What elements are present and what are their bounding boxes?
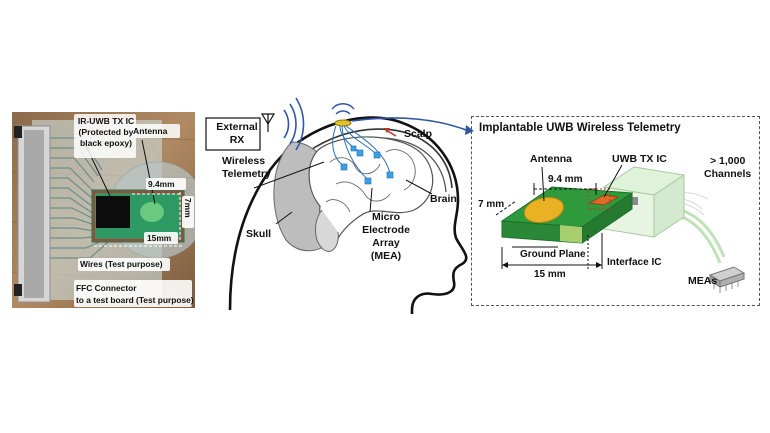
brain-pointer	[405, 179, 433, 195]
chip-outline	[587, 188, 611, 210]
telemetry-panel: Implantable UWB Wireless Telemetry	[471, 116, 760, 306]
chip-label-bg	[74, 114, 136, 158]
mea-label-line3: Array	[372, 237, 400, 249]
electrode-array	[340, 145, 394, 185]
rx-antenna-icon	[260, 113, 276, 132]
external-rx-line1: External	[216, 121, 258, 133]
external-rx-box	[205, 117, 261, 151]
head-outline	[228, 116, 468, 314]
photo-dim-length: 15mm	[147, 233, 172, 243]
channels-line2: Channels	[704, 168, 752, 180]
antenna-pointer	[141, 139, 156, 205]
ground-plane-section	[560, 225, 582, 243]
telemetry-uwb-tx-label: UWB TX IC	[612, 153, 667, 165]
telemetry-antenna-label: Antenna	[530, 153, 572, 165]
wireless-pointer	[253, 161, 325, 189]
brain-folds	[325, 149, 416, 213]
antenna-label-bg	[130, 124, 180, 138]
channels-line1: > 1,000	[709, 155, 746, 167]
skull-pointer	[275, 211, 293, 225]
chip-label-line3: black epoxy)	[79, 138, 133, 148]
mea-pointer	[369, 187, 373, 213]
dim-length-bg	[144, 232, 178, 244]
photo-dim-width: 9.4mm	[148, 179, 175, 189]
ffc-connector-slot	[24, 130, 44, 298]
telemetry-link-arrow	[351, 117, 467, 131]
wires-label-bg	[78, 258, 170, 271]
telemetry-drawing	[495, 164, 746, 293]
mea-label-line1: Micro	[371, 211, 400, 223]
chip-label-line1: IR-UWB TX IC	[77, 116, 135, 126]
uwb-tx-chip	[588, 194, 620, 206]
device-photo-drawing	[11, 112, 206, 308]
mea-label-line4: (MEA)	[370, 250, 402, 262]
skull-label: Skull	[246, 228, 272, 240]
dim-width-bg	[146, 178, 186, 190]
dim-height-bg	[182, 196, 194, 228]
meas-label: MEAs	[688, 275, 718, 287]
ground-plane-label: Ground Plane	[520, 249, 586, 260]
chip-label-line2: (Protected by	[78, 127, 134, 137]
dim-height-line	[495, 200, 517, 216]
wireless-waves-left	[283, 97, 305, 151]
photo-dim-height: 7mm	[183, 198, 193, 218]
implant-device	[334, 119, 352, 127]
mea-pins	[713, 281, 739, 293]
telemetry-title: Implantable UWB Wireless Telemetry	[479, 122, 681, 134]
scalp-label: Scalp	[404, 128, 433, 140]
telemetry-dim-width: 9.4 mm	[548, 174, 583, 185]
wireless-waves-top	[331, 103, 355, 115]
device-photo: IR-UWB TX IC (Protected by black epoxy) …	[11, 112, 206, 308]
telemetry-dim-length: 15 mm	[534, 269, 566, 280]
external-rx-line2: RX	[229, 134, 245, 146]
antenna-photo-label: Antenna	[133, 126, 168, 136]
telemetry-dim-height: 7 mm	[478, 199, 505, 210]
wireless-label-line2: Telemetry	[222, 168, 271, 180]
chip-pointer-line	[603, 164, 623, 198]
interface-ic-label: Interface IC	[607, 257, 662, 268]
interface-block-side	[653, 174, 685, 238]
ffc-label-line2: to a test board (Test purpose)	[76, 295, 194, 305]
antenna-pad	[140, 202, 164, 222]
ffc-label-bg	[74, 280, 192, 307]
wires-label: Wires (Test purpose)	[80, 259, 163, 269]
antenna-pointer-line	[541, 166, 545, 202]
ffc-label-line1: FFC Connector	[76, 283, 137, 293]
jaw-shape	[315, 209, 339, 252]
mea-label-line2: Electrode	[362, 224, 410, 236]
brain-label: Brain	[430, 193, 457, 205]
antenna-patch	[523, 196, 565, 224]
wireless-label-line1: Wireless	[222, 155, 266, 167]
head-diagram	[205, 97, 474, 314]
epoxy-blob	[96, 196, 130, 228]
